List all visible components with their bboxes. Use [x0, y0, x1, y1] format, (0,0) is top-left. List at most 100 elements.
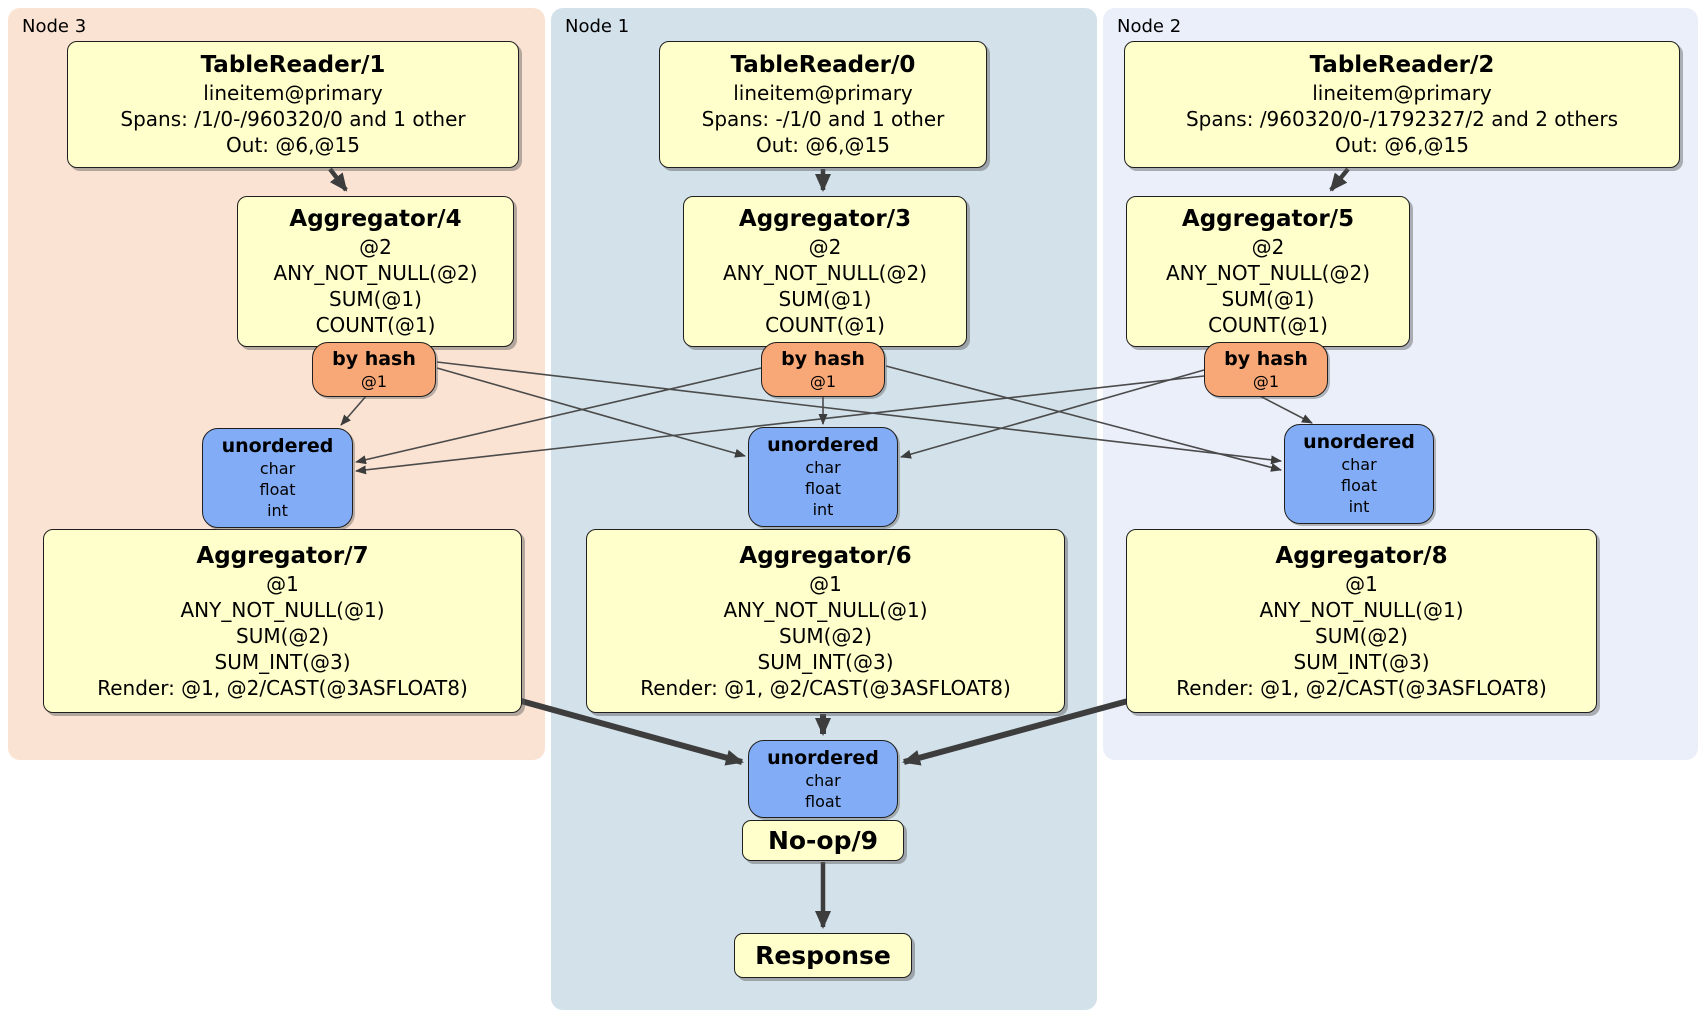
- noop9-box: No-op/9: [742, 820, 904, 861]
- router-title: by hash: [1224, 347, 1308, 370]
- sync-type: float: [805, 479, 841, 498]
- processor-line: @2: [359, 235, 392, 259]
- processor-line: Render: @1, @2/CAST(@3ASFLOAT8): [1176, 675, 1547, 700]
- sync-type: float: [805, 791, 841, 811]
- processor-line: SUM(@2): [1315, 623, 1408, 648]
- node-region-label: Node 2: [1117, 16, 1182, 37]
- processor-line: ANY_NOT_NULL(@2): [273, 261, 478, 285]
- processor-line: ANY_NOT_NULL(@2): [723, 261, 927, 285]
- sync-type: float: [259, 480, 296, 499]
- sync-title: unordered: [767, 434, 879, 456]
- hash-router-node3: by hash @1: [312, 342, 436, 397]
- processor-line: ANY_NOT_NULL(@1): [723, 597, 928, 622]
- sync-type: char: [1341, 455, 1377, 474]
- edge-tr2-agg5: [1329, 167, 1350, 192]
- processor-line: Render: @1, @2/CAST(@3ASFLOAT8): [640, 675, 1011, 700]
- node-region-label: Node 1: [565, 16, 630, 37]
- aggregator3-box: Aggregator/3 @2 ANY_NOT_NULL(@2) SUM(@1)…: [683, 196, 967, 347]
- processor-line: lineitem@primary: [733, 81, 913, 105]
- unordered-sync-node2: unordered char float int: [1284, 424, 1434, 524]
- tablereader0-box: TableReader/0 lineitem@primary Spans: -/…: [659, 41, 987, 168]
- processor-line: SUM_INT(@3): [757, 649, 894, 674]
- sync-type: int: [267, 501, 288, 520]
- edge-router2-sync3: [355, 375, 1205, 475]
- processor-line: ANY_NOT_NULL(@1): [1259, 597, 1464, 622]
- processor-line: Spans: /1/0-/960320/0 and 1 other: [120, 107, 466, 131]
- processor-line: COUNT(@1): [1208, 313, 1328, 337]
- edge-router3-sync2: [436, 361, 1282, 465]
- processor-line: SUM(@2): [236, 623, 329, 648]
- edge-router1-sync2: [885, 365, 1282, 472]
- sync-type: int: [1348, 497, 1370, 516]
- processor-line: Spans: -/1/0 and 1 other: [701, 107, 945, 131]
- edge-router3-sync3: [340, 394, 368, 426]
- processor-title: TableReader/1: [200, 52, 386, 78]
- processor-title: Aggregator/5: [1181, 206, 1355, 232]
- hash-router-node2: by hash @1: [1204, 342, 1328, 397]
- processor-title: Aggregator/6: [739, 542, 912, 569]
- sync-type: char: [805, 458, 841, 477]
- edge-router1-sync3: [355, 367, 762, 465]
- processor-title: TableReader/0: [730, 52, 916, 78]
- edge-router2-sync2: [1257, 394, 1313, 424]
- processor-line: SUM(@1): [1221, 287, 1315, 311]
- tablereader2-box: TableReader/2 lineitem@primary Spans: /9…: [1124, 41, 1680, 168]
- processor-line: SUM(@1): [329, 287, 422, 311]
- processor-line: @2: [808, 235, 842, 259]
- router-detail: @1: [809, 371, 837, 391]
- edge-agg7-finalsync: [520, 698, 744, 766]
- processor-line: COUNT(@1): [765, 313, 885, 337]
- aggregator4-box: Aggregator/4 @2 ANY_NOT_NULL(@2) SUM(@1)…: [237, 196, 514, 347]
- processor-title: TableReader/2: [1309, 52, 1495, 78]
- processor-line: lineitem@primary: [1312, 81, 1492, 105]
- processor-line: Render: @1, @2/CAST(@3ASFLOAT8): [97, 675, 468, 700]
- node-region-label: Node 3: [22, 16, 87, 37]
- processor-line: @1: [266, 571, 299, 596]
- sync-title: unordered: [221, 435, 334, 457]
- processor-title: Aggregator/8: [1275, 542, 1448, 569]
- processor-title: Aggregator/3: [738, 206, 912, 232]
- router-title: by hash: [781, 347, 865, 370]
- edge-router2-sync1: [900, 369, 1205, 459]
- processor-line: ANY_NOT_NULL(@2): [1166, 261, 1370, 285]
- sync-type: char: [259, 459, 296, 478]
- unordered-sync-node3: unordered char float int: [202, 428, 353, 528]
- router-title: by hash: [332, 347, 416, 370]
- processor-line: @2: [1251, 235, 1285, 259]
- processor-title: Aggregator/7: [196, 542, 369, 569]
- processor-line: lineitem@primary: [203, 81, 383, 105]
- sync-title: unordered: [1303, 431, 1415, 453]
- processor-line: COUNT(@1): [315, 313, 436, 337]
- aggregator6-box: Aggregator/6 @1 ANY_NOT_NULL(@1) SUM(@2)…: [586, 529, 1065, 713]
- edge-router3-sync1: [436, 367, 746, 458]
- aggregator7-box: Aggregator/7 @1 ANY_NOT_NULL(@1) SUM(@2)…: [43, 529, 522, 713]
- aggregator5-box: Aggregator/5 @2 ANY_NOT_NULL(@2) SUM(@1)…: [1126, 196, 1410, 347]
- processor-line: @1: [1345, 571, 1378, 596]
- processor-line: Out: @6,@15: [756, 133, 890, 157]
- sync-type: float: [1341, 476, 1377, 495]
- response-box: Response: [734, 933, 912, 978]
- final-unordered-sync: unordered char float: [748, 740, 898, 818]
- tablereader1-box: TableReader/1 lineitem@primary Spans: /1…: [67, 41, 519, 168]
- sync-title: unordered: [767, 746, 879, 769]
- edge-tr1-agg4: [328, 167, 348, 192]
- router-detail: @1: [1252, 371, 1280, 391]
- processor-title: Response: [755, 941, 891, 970]
- unordered-sync-node1: unordered char float int: [748, 427, 898, 527]
- processor-line: SUM(@2): [779, 623, 872, 648]
- processor-title: Aggregator/4: [289, 206, 462, 232]
- edge-agg8-finalsync: [902, 698, 1129, 766]
- sync-type: char: [805, 770, 841, 790]
- processor-line: Out: @6,@15: [1335, 133, 1469, 157]
- router-detail: @1: [360, 371, 388, 391]
- processor-line: SUM(@1): [778, 287, 872, 311]
- processor-line: Out: @6,@15: [226, 133, 360, 157]
- aggregator8-box: Aggregator/8 @1 ANY_NOT_NULL(@1) SUM(@2)…: [1126, 529, 1597, 713]
- processor-line: Spans: /960320/0-/1792327/2 and 2 others: [1185, 107, 1618, 131]
- processor-line: SUM_INT(@3): [1293, 649, 1430, 674]
- processor-line: SUM_INT(@3): [214, 649, 351, 674]
- hash-router-node1: by hash @1: [761, 342, 885, 397]
- processor-title: No-op/9: [767, 826, 879, 855]
